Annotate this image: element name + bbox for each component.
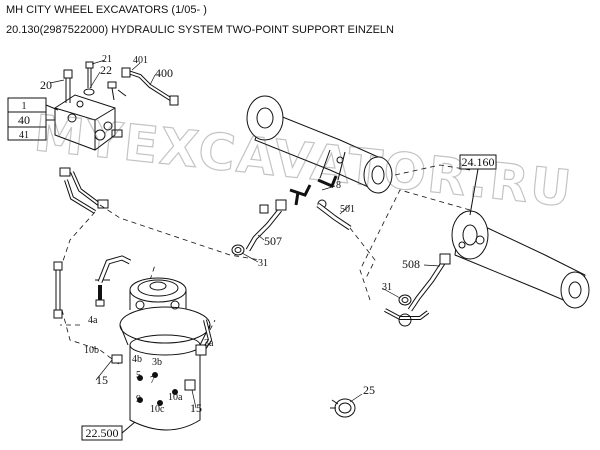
bolt-21 [83,61,95,96]
hose-508 [407,253,451,312]
callout-10b: 10b [84,345,99,356]
cylinder-lower [451,210,590,309]
callout-10a: 10a [168,392,183,403]
hose-507 [245,199,287,252]
hose-lower-left [59,167,109,214]
ref-table-row-1: 1 [22,101,27,112]
callout-20: 20 [40,78,52,92]
seal-ring-31-right [398,294,412,306]
diagram-subtitle: 20.130(2987522000) HYDRAULIC SYSTEM TWO-… [6,24,394,36]
bolt-20 [63,69,73,103]
callout-7: 7 [150,375,155,386]
callout-5: 5 [136,370,141,381]
callout-15-left: 15 [96,373,108,387]
callout-400: 400 [155,66,173,80]
leader-24160 [469,168,479,216]
callout-25: 25 [363,383,375,397]
ref-table [7,97,59,141]
callout-508: 508 [402,257,420,271]
callout-401: 401 [133,55,148,66]
callout-3b: 3b [152,357,162,368]
callout-507: 507 [264,234,282,248]
rotary-joint [119,277,211,431]
ref-table-row-41: 41 [19,130,29,141]
callout-15-right: 15 [190,401,202,415]
leader-22500 [121,421,136,434]
hose-swivel-top [97,255,132,283]
hose-left-vertical [53,261,110,319]
watermark: MYEXCAVATOR.RU [31,104,575,218]
callout-21: 21 [102,54,112,65]
callout-3a: 3a [204,338,214,349]
valve-block [54,94,116,151]
callout-4a: 4a [88,315,98,326]
callout-31-right: 31 [382,282,392,293]
callout-labels: 1 40 41 24.160 22.500 20 21 22 401 400 8… [18,54,495,440]
callout-22: 22 [100,63,112,77]
hose-508-lower [384,308,430,327]
hose-clamp-25 [330,398,356,418]
seal-ring-31-left [231,244,245,256]
fittings-valve [107,81,127,138]
diagram-title: MH CITY WHEEL EXCAVATORS (1/05- ) [6,4,207,16]
fittings-rotary [111,319,213,391]
hose-501 [316,203,352,231]
ref-table-row-40: 40 [18,113,30,127]
ref-label-24160: 24.160 [462,155,495,169]
callout-31-left: 31 [258,258,268,269]
hose-401 [121,67,179,106]
callout-8: 8 [336,180,341,191]
ref-label-22500: 22.500 [86,426,119,440]
callout-9: 9 [136,394,141,405]
leader-lines [49,59,441,409]
callout-10c: 10c [150,404,165,415]
callout-4b: 4b [132,354,142,365]
cylinder-upper [246,95,393,194]
callout-501: 501 [340,204,355,215]
